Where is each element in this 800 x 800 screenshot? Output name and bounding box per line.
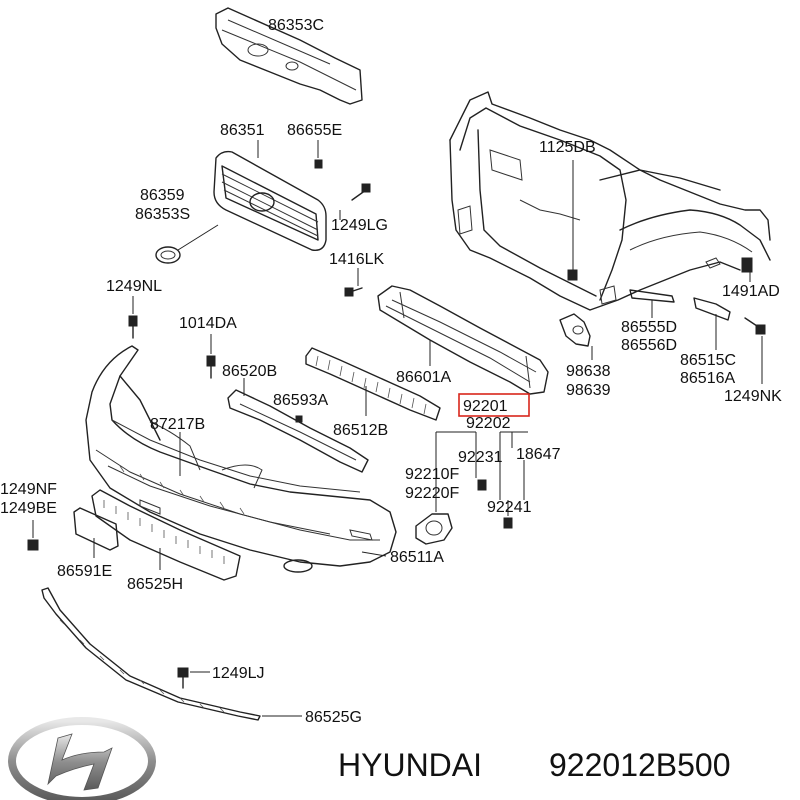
- label-1249lg: 1249LG: [331, 217, 388, 234]
- label-86525g: 86525G: [305, 709, 362, 726]
- label-1491ad: 1491AD: [722, 283, 780, 300]
- label-86512b: 86512B: [333, 422, 388, 439]
- label-92202: 92202: [466, 415, 511, 432]
- bolt-1249lj: [177, 667, 210, 689]
- bulb-92231: [475, 464, 487, 491]
- bumper-fascia-86511a: [85, 345, 397, 573]
- label-18647: 18647: [516, 446, 561, 463]
- label-1249nk: 1249NK: [724, 388, 782, 405]
- body-frame: [449, 91, 771, 311]
- label-86351: 86351: [220, 122, 265, 139]
- bolt-1249lg: [339, 183, 371, 220]
- bolt-1249nf: [27, 520, 39, 551]
- label-92220f: 92220F: [405, 485, 459, 502]
- label-1125db: 1125DB: [539, 139, 596, 156]
- label-1014da: 1014DA: [179, 315, 237, 332]
- bolt-1249nl: [128, 296, 138, 339]
- label-1249nf: 1249NF: [0, 481, 57, 498]
- fog-lamp-92201: [415, 431, 528, 545]
- hyundai-logo: [8, 717, 156, 800]
- label-86353c: 86353C: [268, 17, 324, 34]
- emblem-86359: [155, 224, 219, 264]
- label-87217b: 87217B: [150, 416, 205, 433]
- part-number: 922012B500: [549, 747, 731, 783]
- radiator-grille-86351: 86351: [213, 122, 327, 251]
- label-86520b: 86520B: [222, 363, 277, 380]
- label-86556d: 86556D: [621, 337, 677, 354]
- bottom-strip-86525g: [41, 587, 302, 721]
- label-98639: 98639: [566, 382, 611, 399]
- bumper-beam-86601a: [377, 285, 549, 395]
- label-92201: 92201: [463, 398, 508, 415]
- brand-name: HYUNDAI: [338, 747, 482, 783]
- label-86601a: 86601A: [396, 369, 451, 386]
- clip-86655e: [314, 140, 323, 169]
- lower-grille-86512b: [305, 347, 441, 421]
- label-86353s: 86353S: [135, 206, 190, 223]
- label-1249nl: 1249NL: [106, 278, 162, 295]
- lower-lip-86525h: [91, 489, 241, 581]
- label-1249lj: 1249LJ: [212, 665, 265, 682]
- label-86511a: 86511A: [390, 549, 444, 566]
- sensor-98638: [559, 313, 593, 360]
- label-1416lk: 1416LK: [329, 251, 384, 268]
- clip-92241: [503, 500, 513, 529]
- bumper-strip-86520b: [227, 378, 369, 473]
- plate-86591e: [73, 507, 119, 558]
- radiator-cover-86353c: [215, 7, 363, 105]
- label-86359: 86359: [140, 187, 185, 204]
- label-86525h: 86525H: [127, 576, 183, 593]
- label-86516a: 86516A: [680, 370, 735, 387]
- label-1249be: 1249BE: [0, 500, 57, 517]
- label-86515c: 86515C: [680, 352, 736, 369]
- label-86655e: 86655E: [287, 122, 342, 139]
- bolt-1416lk: [344, 268, 363, 297]
- label-86555d: 86555D: [621, 319, 677, 336]
- label-92231: 92231: [458, 449, 503, 466]
- bolt-1014da: [206, 334, 216, 379]
- label-92241: 92241: [487, 499, 532, 516]
- clip-1491ad: [741, 257, 753, 282]
- bracket-86555d: [629, 289, 675, 318]
- highlight-box-92201: [458, 393, 530, 417]
- label-86593a: 86593A: [273, 392, 328, 409]
- bracket-86515c: [693, 297, 731, 350]
- label-92210f: 92210F: [405, 466, 459, 483]
- label-86591e: 86591E: [57, 563, 112, 580]
- label-98638: 98638: [566, 363, 611, 380]
- bolt-1249nk: [744, 317, 766, 384]
